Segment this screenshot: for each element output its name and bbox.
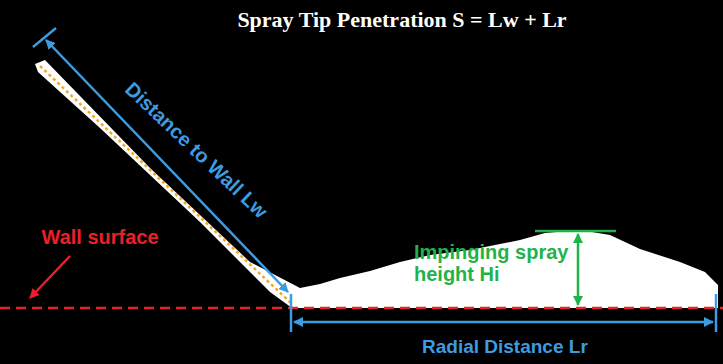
dimension-arrow [46,40,288,292]
height-label: Impinging spray height Hi [414,241,574,285]
tick [715,294,718,332]
spray-silhouette [35,60,718,308]
tick [33,28,56,47]
figure-title: Spray Tip Penetration S = Lw + Lr [237,8,566,32]
dimension-label: Radial Distance Lr [422,337,588,358]
dimension-arrow [294,321,713,324]
spray-axis [40,66,292,304]
height-line [535,230,616,233]
pointer-arrow [30,256,70,298]
tick [290,294,293,332]
wall-line [0,307,723,310]
height-arrow [577,234,580,305]
wall-label: Wall surface [42,226,159,248]
dimension-label: Distance to Wall Lw [121,78,272,223]
